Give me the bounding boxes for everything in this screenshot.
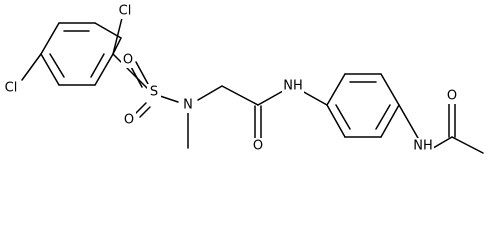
atom-label-o-sulfonyl-left: O bbox=[123, 53, 133, 68]
atom-label-sulfur: S bbox=[150, 85, 158, 100]
bond-ch2-carbonyl bbox=[221, 85, 259, 106]
atom-label-nh-amide: NH bbox=[283, 79, 303, 94]
bond-s-n bbox=[159, 95, 179, 103]
bond-ring1-sulfur bbox=[112, 53, 151, 92]
ring1-bond-d-e bbox=[40, 53, 60, 86]
bond-carbonyl-nh bbox=[257, 90, 284, 106]
bond-ring1-cl-left bbox=[21, 53, 42, 81]
ring2-bond-3-4 bbox=[380, 73, 400, 106]
bond-s-o-bottom-a bbox=[135, 102, 147, 114]
ring1-inner-double-2 bbox=[49, 53, 65, 78]
ring1-bond-f-g bbox=[94, 53, 114, 86]
ring1-bond-a-b bbox=[94, 22, 122, 39]
atom-label-nh-acetamide: NH bbox=[413, 139, 433, 154]
atom-label-o-sulfonyl-bottom: O bbox=[124, 113, 134, 128]
chemical-structure-diagram: Cl Cl S O O N O NH NH O bbox=[2, 3, 484, 154]
atom-label-n-sulfonamide: N bbox=[183, 98, 193, 113]
atom-label-o-acetyl: O bbox=[447, 89, 457, 104]
ring2-inner-double-3 bbox=[335, 104, 351, 130]
atom-label-cl-left: Cl bbox=[5, 81, 18, 96]
bond-s-o-bottom-b bbox=[139, 106, 151, 118]
bond-acetyl-methyl bbox=[451, 136, 484, 154]
bond-nh-ring2 bbox=[301, 90, 328, 106]
bond-n-ch2 bbox=[197, 85, 223, 101]
bond-s-o-left-b bbox=[129, 64, 143, 88]
ring1-inner-double-3 bbox=[90, 53, 105, 78]
atom-labels: Cl Cl S O O N O NH NH O bbox=[2, 3, 459, 154]
bond-ring2-nh bbox=[398, 104, 419, 139]
bond-s-o-left-a bbox=[135, 61, 149, 85]
ring2-inner-double-2 bbox=[375, 104, 391, 130]
bond-lines bbox=[21, 17, 484, 154]
ring1-bond-c-d bbox=[40, 22, 60, 55]
atom-label-o-amide: O bbox=[253, 139, 263, 154]
ring2-bond-6-1 bbox=[326, 104, 346, 138]
bond-ring1-cl-top bbox=[112, 17, 123, 55]
ring2-bond-1-2 bbox=[326, 73, 346, 106]
atom-label-cl-top: Cl bbox=[119, 4, 132, 19]
ring2-bond-4-5 bbox=[380, 104, 400, 138]
